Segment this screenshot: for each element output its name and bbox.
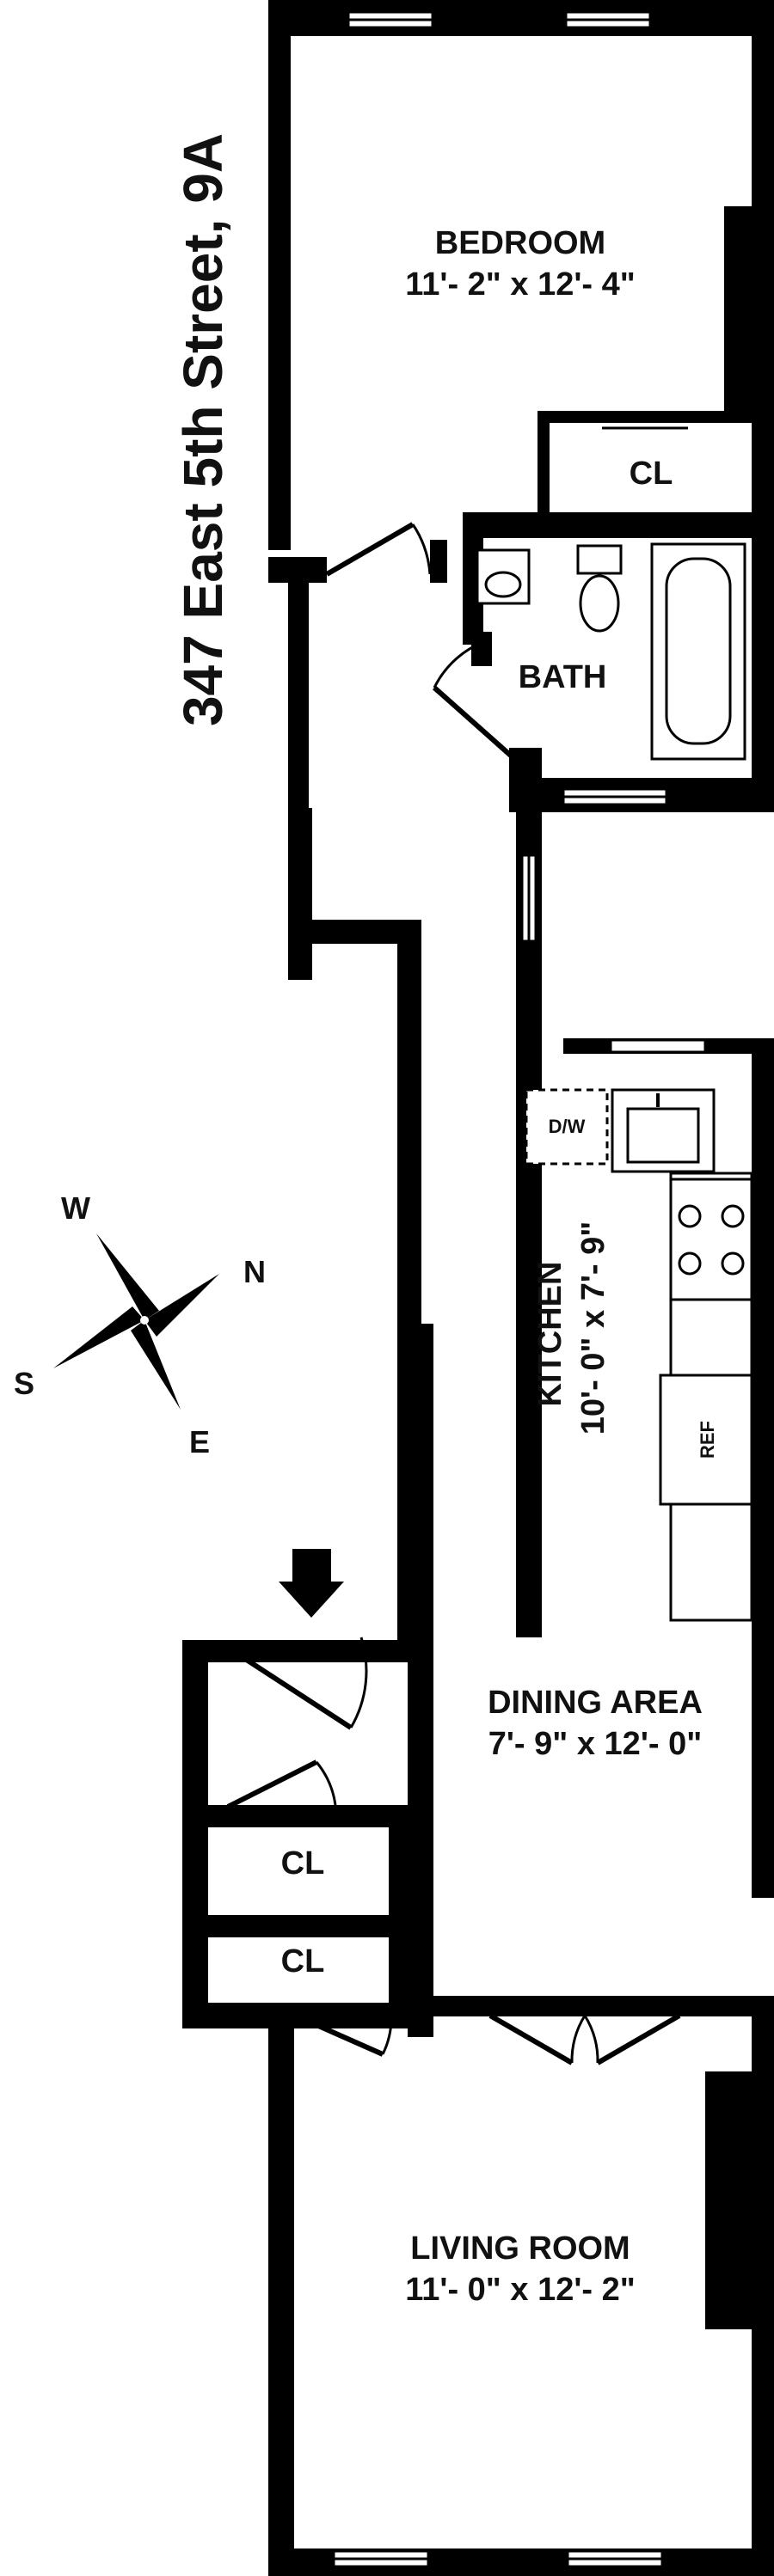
bath-fixtures — [476, 542, 746, 761]
bedroom-dimensions: 11'- 2" x 12'- 4" — [405, 266, 635, 303]
bath-right-wall — [752, 516, 774, 812]
bath-window — [562, 787, 668, 806]
living-window-pier — [705, 2071, 753, 2329]
bedroom-right-wall — [752, 0, 774, 550]
kitchen-window — [609, 1038, 707, 1054]
compass-needle-east — [131, 1320, 181, 1410]
kitchen-name: KITCHEN — [532, 1262, 568, 1407]
kitchen-fixtures — [525, 1088, 753, 1622]
living-window-right — [566, 2549, 664, 2568]
compass-label-west: W — [61, 1190, 90, 1226]
closet-block-left-wall — [182, 1640, 208, 2028]
closet-upper-label: CL — [281, 1845, 325, 1882]
bedroom-bottom-wall-right — [463, 512, 774, 538]
kitchen-left-lower-wall — [408, 1324, 433, 2037]
bath-door — [433, 643, 513, 759]
closet-upper-door — [226, 1759, 337, 1809]
compass-label-north: N — [243, 1254, 266, 1289]
compass-needle-west — [96, 1233, 159, 1320]
living-window-left — [332, 2549, 430, 2568]
closet-sliding-door — [593, 419, 688, 430]
closet-divider-wall — [182, 1915, 411, 1937]
compass-center — [140, 1316, 149, 1325]
bedroom-closet-label: CL — [630, 456, 673, 492]
compass-rose: W N S E — [14, 1190, 266, 1459]
bathtub — [650, 542, 746, 761]
compass-needle-north — [144, 1274, 219, 1337]
bedroom-closet-left-wall — [538, 411, 550, 516]
corridor-window — [520, 854, 538, 943]
dining-living-divider-wall — [411, 1996, 774, 2016]
living-room-dimensions: 11'- 0" x 12'- 2" — [405, 2272, 635, 2308]
closet-upper-top-wall — [208, 1805, 399, 1827]
dishwasher-label: D/W — [549, 1116, 586, 1137]
walls — [182, 0, 774, 2576]
address-label: 347 East 5th Street, 9A — [172, 133, 234, 726]
living-left-wall — [268, 2003, 294, 2576]
entry-door — [241, 1637, 368, 1730]
bath-left-angle — [471, 632, 492, 666]
refrigerator — [659, 1374, 753, 1506]
corridor-left-wall-2 — [288, 808, 312, 980]
dishwasher — [525, 1088, 609, 1166]
doors — [226, 419, 688, 2065]
living-room-name: LIVING ROOM — [410, 2230, 630, 2267]
toilet — [576, 544, 623, 633]
corridor-left-wall-1 — [288, 563, 309, 821]
kitchen-dimensions: 10'- 0" x 7'- 9" — [575, 1221, 611, 1435]
closet-upper-right-wall — [389, 1805, 411, 1934]
bedroom-door-jamb — [430, 540, 447, 583]
bedroom-left-wall — [268, 0, 291, 550]
bedroom-window-pier — [724, 206, 753, 413]
living-closet-door — [299, 2016, 393, 2057]
compass-label-south: S — [14, 1366, 34, 1401]
dining-dimensions: 7'- 9" x 12'- 0" — [488, 1726, 702, 1762]
bath-sink — [476, 548, 531, 605]
bath-name: BATH — [519, 659, 607, 695]
kitchen-right-wall — [752, 1038, 774, 1898]
dining-name: DINING AREA — [488, 1685, 703, 1721]
closet-lower-label: CL — [281, 1943, 325, 1979]
bath-bottom-left-wall — [509, 748, 542, 782]
kitchen-sink — [611, 1088, 716, 1173]
compass-needle-south — [53, 1306, 144, 1368]
closet-lower-bottom-wall — [182, 2003, 411, 2028]
entry-top-wall — [182, 1640, 421, 1662]
compass-label-east: E — [189, 1424, 210, 1459]
stove — [669, 1178, 753, 1301]
living-right-wall — [752, 2003, 774, 2576]
bedroom-name: BEDROOM — [435, 225, 605, 261]
refrigerator-label: REF — [697, 1421, 718, 1459]
windows — [332, 10, 707, 2568]
bedroom-door — [325, 522, 432, 577]
bedroom-window-right — [564, 10, 652, 29]
bedroom-top-wall — [268, 0, 774, 36]
bedroom-window-left — [347, 10, 434, 29]
living-double-door — [488, 2013, 681, 2065]
entry-arrow-icon — [279, 1549, 344, 1618]
